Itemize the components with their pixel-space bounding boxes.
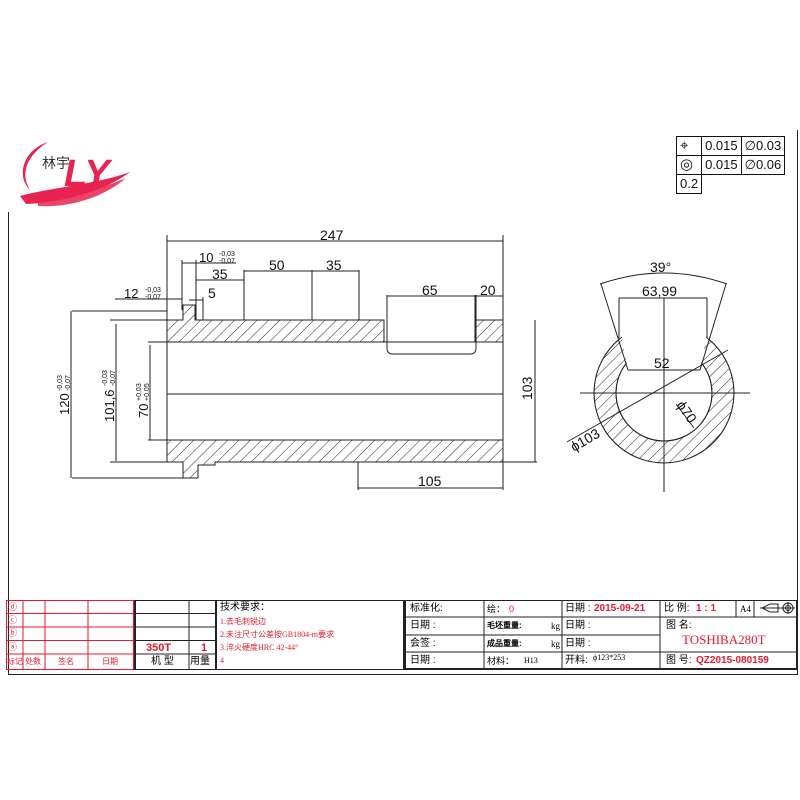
svg-text:35: 35 xyxy=(326,257,342,273)
svg-text:-0,07: -0,07 xyxy=(65,375,72,391)
section-dimensions: 247 10 -0,03 -0,07 35 50 35 5 12 -0,03 -… xyxy=(57,227,535,489)
revision-mark-b: ⓑ xyxy=(8,628,18,638)
drawing-name-value: TOSHIBA280T xyxy=(682,632,766,647)
title-block: ⓓ ⓒ ⓑ ⓐ 标记 处数 签名 日期 350T 1 机 型 用量 技术要求： … xyxy=(6,600,798,670)
svg-text:-0,03: -0,03 xyxy=(145,287,161,294)
material-label: 材料： xyxy=(487,656,515,666)
svg-text:103: 103 xyxy=(519,376,535,400)
countersign-label: 会签 : xyxy=(410,638,436,649)
finished-weight-unit: kg xyxy=(551,639,560,649)
drawing-frame xyxy=(8,130,798,675)
drawn-label: 绘： xyxy=(487,604,506,614)
rev-header-date: 日期 xyxy=(102,657,118,666)
machine-grid-lines xyxy=(134,600,216,670)
svg-text:+0,03: +0,03 xyxy=(136,383,143,401)
revision-mark-c: ⓒ xyxy=(8,615,18,625)
tech-req-title: 技术要求： xyxy=(220,602,270,613)
gdt-row-concentricity: ◎ 0.015 ∅0.06 xyxy=(675,155,786,175)
date-label: 日期 : xyxy=(410,655,436,666)
svg-text:52: 52 xyxy=(654,355,670,371)
technical-drawing: 247 10 -0,03 -0,07 35 50 35 5 12 -0,03 -… xyxy=(57,227,750,492)
standardization-label: 标准化: xyxy=(410,603,443,614)
end-view xyxy=(566,272,750,492)
tech-requirements xyxy=(216,600,404,670)
date-label: 日期 : xyxy=(565,638,591,649)
svg-text:101,6: 101,6 xyxy=(102,389,117,422)
svg-text:-0,03: -0,03 xyxy=(219,251,235,258)
svg-text:39°: 39° xyxy=(650,259,671,275)
rev-header-sign: 签名 xyxy=(58,657,74,666)
revision-mark-d: ⓓ xyxy=(8,602,18,612)
logo-text: LY xyxy=(64,153,113,195)
scale-value: 1 : 1 xyxy=(696,603,717,614)
svg-text:5: 5 xyxy=(208,285,216,301)
scale-label: 比 例: xyxy=(664,603,690,614)
machine-label: 机 型 xyxy=(151,656,174,667)
svg-text:-0,03: -0,03 xyxy=(57,375,64,391)
svg-text:247: 247 xyxy=(320,227,344,243)
svg-text:65: 65 xyxy=(422,282,438,298)
machine-value: 350T xyxy=(146,642,172,654)
quantity-label: 用量 xyxy=(190,656,210,667)
info-grid-lines xyxy=(404,600,798,670)
gdt-datum: ∅0.06 xyxy=(740,155,786,175)
svg-text:+0,05: +0,05 xyxy=(144,383,151,401)
svg-text:-0,03: -0,03 xyxy=(102,370,109,386)
gdt-tolerance: 0.015 xyxy=(701,155,742,175)
revision-grid xyxy=(6,600,134,670)
svg-text:70: 70 xyxy=(136,404,151,418)
rev-header-count: 处数 xyxy=(25,657,41,666)
section-view xyxy=(70,235,537,490)
svg-text:20: 20 xyxy=(480,282,496,298)
gdt-row-extra: 0.2 xyxy=(675,174,785,194)
blank-size-value: ϕ123*253 xyxy=(593,653,626,662)
svg-text:ϕ70: ϕ70 xyxy=(674,398,701,427)
gdt-datum: ∅0.03 xyxy=(740,136,786,156)
svg-text:林宇: 林宇 xyxy=(42,156,70,172)
company-logo: 林宇 LY xyxy=(8,128,138,212)
finished-weight-label: 成品重量: xyxy=(487,639,522,648)
quantity-value: 1 xyxy=(201,642,208,654)
revision-grid-lines xyxy=(6,600,134,670)
tech-req-item-3: 3.淬火硬度HRC 42-44° xyxy=(220,643,299,652)
drawn-value: 0 xyxy=(509,604,515,614)
paper-size: A4 xyxy=(740,604,751,614)
svg-text:12: 12 xyxy=(124,286,138,301)
date-label: 日期 : xyxy=(565,620,591,631)
gdt-extra-value: 0.2 xyxy=(675,174,703,194)
tech-req-item-2: 2.未注尺寸公差按GB1804-m要求 xyxy=(220,630,334,639)
date-label: 日期 : xyxy=(410,620,436,631)
projection-symbol-icon xyxy=(758,601,796,616)
svg-text:120: 120 xyxy=(57,393,72,415)
svg-text:-0,07: -0,07 xyxy=(219,258,235,265)
gdt-frame: ⌖ 0.015 ∅0.03 ◎ 0.015 ∅0.06 0.2 xyxy=(675,136,786,194)
svg-text:10: 10 xyxy=(199,250,213,265)
svg-text:-0,07: -0,07 xyxy=(110,370,117,386)
date-value: 2015-09-21 xyxy=(594,603,646,614)
drawing-number-label: 图 号: xyxy=(666,655,692,666)
logo-icon: 林宇 LY xyxy=(20,142,130,207)
material-value: H13 xyxy=(524,656,538,665)
svg-text:ϕ103: ϕ103 xyxy=(568,425,603,455)
svg-text:63,99: 63,99 xyxy=(642,283,677,299)
blank-weight-label: 毛坯重量: xyxy=(487,621,522,630)
svg-text:35: 35 xyxy=(212,266,228,282)
date-label: 日期 : xyxy=(565,603,591,614)
drawing-number-value: QZ2015-080159 xyxy=(696,655,769,666)
blank-size-label: 开料: xyxy=(565,655,588,666)
svg-text:-0,07: -0,07 xyxy=(145,294,161,301)
rev-header-mark: 标记 xyxy=(7,657,23,666)
gdt-row-position: ⌖ 0.015 ∅0.03 xyxy=(675,136,786,156)
tech-req-item-1: 1.去毛刺锐边 xyxy=(220,617,266,626)
blank-weight-unit: kg xyxy=(551,621,560,631)
revision-mark-a: ⓐ xyxy=(8,642,18,652)
concentricity-icon: ◎ xyxy=(675,155,703,175)
svg-text:50: 50 xyxy=(269,257,285,273)
svg-text:105: 105 xyxy=(418,473,442,489)
tech-req-item-4: 4 xyxy=(220,656,224,665)
machine-block xyxy=(134,600,216,670)
drawing-name-label: 图 名: xyxy=(666,620,692,631)
